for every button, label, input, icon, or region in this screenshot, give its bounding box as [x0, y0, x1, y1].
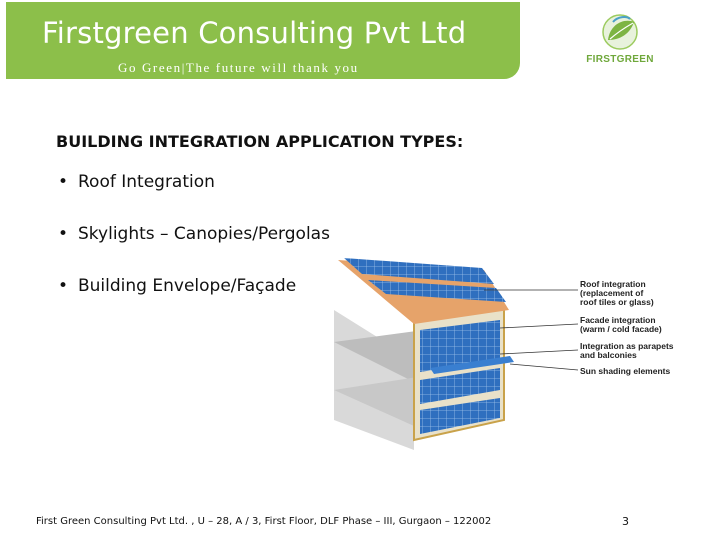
- company-title: Firstgreen Consulting Pvt Ltd: [42, 16, 467, 50]
- bullet-dot-icon: •: [58, 276, 69, 296]
- page-number: 3: [622, 515, 629, 528]
- bullet-item: •Roof Integration: [58, 172, 215, 192]
- label-parapets-sub: and balconies: [580, 350, 637, 360]
- bullet-list: •Roof Integration •Skylights – Canopies/…: [58, 172, 330, 328]
- label-parapets: Integration as parapets: [580, 341, 674, 351]
- building-integration-illustration: Roof integration (replacement of roof ti…: [334, 258, 674, 450]
- header-banner: Firstgreen Consulting Pvt Ltd Go Green|T…: [6, 2, 520, 79]
- bullet-item: •Building Envelope/Façade: [58, 276, 297, 296]
- logo-wordmark: FIRSTGREEN: [586, 54, 654, 65]
- slide-heading: BUILDING INTEGRATION APPLICATION TYPES:: [56, 132, 464, 151]
- bullet-dot-icon: •: [58, 224, 69, 244]
- leaf-globe-icon: [602, 14, 638, 50]
- label-sun-shading: Sun shading elements: [580, 366, 670, 376]
- label-roof-integration-sub2: roof tiles or glass): [580, 297, 654, 307]
- label-roof-integration-sub1: (replacement of: [580, 288, 643, 298]
- footer-address: First Green Consulting Pvt Ltd. , U – 28…: [36, 516, 492, 527]
- label-facade-integration: Facade integration: [580, 315, 656, 325]
- bullet-item: •Skylights – Canopies/Pergolas: [58, 224, 330, 244]
- firstgreen-logo: FIRSTGREEN: [580, 10, 660, 70]
- label-facade-integration-sub: (warm / cold facade): [580, 324, 662, 334]
- label-roof-integration: Roof integration: [580, 279, 646, 289]
- bullet-dot-icon: •: [58, 172, 69, 192]
- company-tagline: Go Green|The future will thank you: [118, 60, 359, 75]
